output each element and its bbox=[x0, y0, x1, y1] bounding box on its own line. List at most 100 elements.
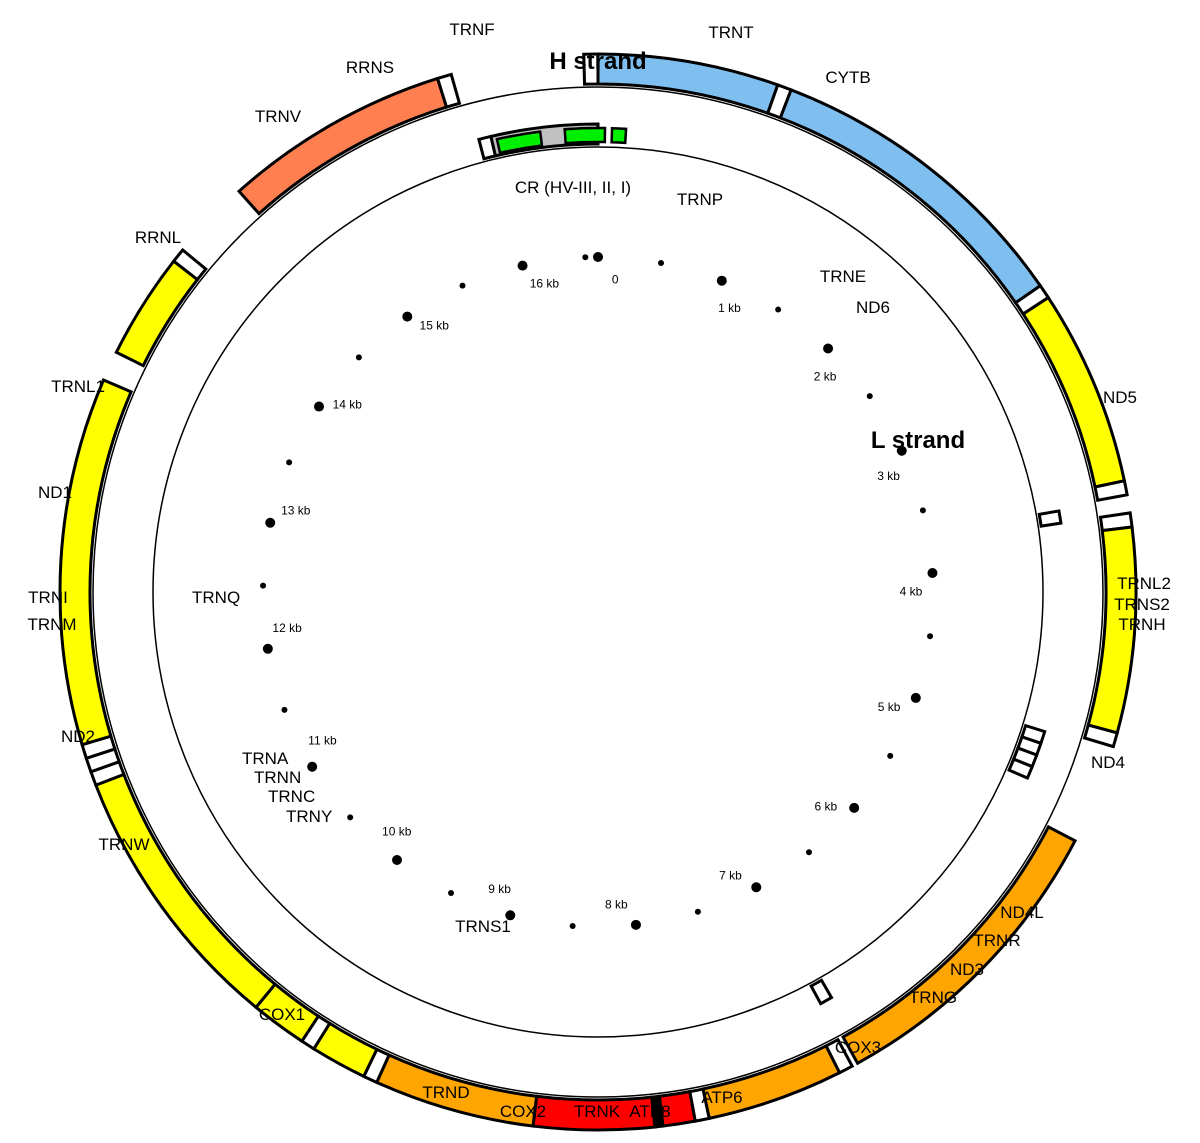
kb-tick-label: 8 kb bbox=[605, 897, 628, 911]
half-kb-tick-dot bbox=[281, 706, 288, 713]
half-kb-tick-dot bbox=[927, 633, 934, 640]
kb-tick-label: 14 kb bbox=[333, 398, 363, 412]
label-control-region: CR (HV-III, II, I) bbox=[515, 178, 631, 197]
gene-segment-trnq bbox=[1037, 509, 1063, 528]
label-TRND: TRND bbox=[422, 1083, 469, 1102]
kb-tick-label: 12 kb bbox=[272, 621, 302, 635]
kb-tick-label: 11 kb bbox=[308, 733, 337, 747]
half-kb-tick-dot bbox=[694, 908, 701, 915]
label-COX3: COX3 bbox=[835, 1038, 881, 1057]
label-RRNS: RRNS bbox=[346, 58, 394, 77]
kb-tick-dot bbox=[751, 882, 762, 893]
strand-labels: H strand L strand bbox=[549, 48, 965, 454]
label-TRNL2: TRNL2 bbox=[1117, 574, 1171, 593]
label-TRNT: TRNT bbox=[708, 23, 753, 42]
label-TRNN: TRNN bbox=[254, 768, 301, 787]
kb-tick-dot bbox=[265, 517, 276, 528]
gene-segment-trnw bbox=[1082, 723, 1120, 749]
kb-tick-dot bbox=[262, 643, 273, 654]
kb-tick-label: 7 kb bbox=[719, 869, 742, 883]
kb-tick-dot bbox=[593, 252, 603, 262]
kb-tick-label: 2 kb bbox=[814, 370, 837, 384]
kb-tick-dot bbox=[896, 445, 907, 456]
gene-segment-trne bbox=[171, 247, 208, 282]
label-ND4L: ND4L bbox=[1000, 903, 1043, 922]
label-ND6: ND6 bbox=[856, 298, 890, 317]
kb-tick-label: 5 kb bbox=[878, 700, 901, 714]
gene-segment-nd6 bbox=[114, 259, 200, 368]
label-TRNY: TRNY bbox=[286, 807, 332, 826]
gene-segment-cytb bbox=[236, 76, 449, 216]
hypervariable-regions bbox=[495, 126, 628, 155]
hypervariable-region-hv-iii bbox=[610, 126, 628, 145]
label-ND3: ND3 bbox=[950, 960, 984, 979]
kb-tick-dot bbox=[505, 910, 516, 921]
label-TRNM: TRNM bbox=[27, 615, 76, 634]
half-kb-tick-dot bbox=[459, 282, 466, 289]
kb-tick-label: 9 kb bbox=[488, 882, 511, 896]
label-COX1: COX1 bbox=[259, 1005, 305, 1024]
label-TRNR: TRNR bbox=[973, 931, 1020, 950]
kb-tick-dot bbox=[849, 802, 860, 813]
genome-backbone bbox=[92, 86, 1104, 1098]
gene-segment-nd5 bbox=[58, 378, 134, 747]
kb-tick-label: 16 kb bbox=[530, 277, 560, 291]
half-kb-tick-dot bbox=[448, 890, 455, 897]
hypervariable-region-hv-i bbox=[495, 130, 544, 155]
label-TRNP: TRNP bbox=[677, 190, 723, 209]
kb-tick-dot bbox=[314, 401, 325, 412]
label-TRNQ: TRNQ bbox=[192, 588, 240, 607]
kb-tick-dot bbox=[392, 855, 403, 866]
label-ND1: ND1 bbox=[38, 483, 72, 502]
kb-tick-label: 4 kb bbox=[900, 584, 923, 598]
kb-tick-label: 10 kb bbox=[382, 825, 412, 839]
kb-tick-label: 15 kb bbox=[420, 318, 450, 332]
half-kb-tick-dot bbox=[775, 306, 782, 313]
half-kb-tick-dot bbox=[347, 814, 354, 821]
label-ND4: ND4 bbox=[1091, 753, 1125, 772]
kb-tick-dot bbox=[716, 275, 727, 286]
label-TRNS2: TRNS2 bbox=[1114, 595, 1170, 614]
label-TRNL1: TRNL1 bbox=[51, 377, 105, 396]
gene-segment-trns1 bbox=[809, 978, 834, 1006]
gene-labels: TRNF RRNS TRNV RRNL TRNL1 ND1 TRNI TRNQ … bbox=[27, 20, 1170, 1121]
label-TRNS1: TRNS1 bbox=[455, 917, 511, 936]
kb-tick-dot bbox=[402, 311, 413, 322]
label-TRNK: TRNK bbox=[574, 1102, 621, 1121]
label-TRNI: TRNI bbox=[28, 588, 68, 607]
label-RRNL: RRNL bbox=[135, 228, 181, 247]
gene-segment-cox1 bbox=[841, 824, 1078, 1066]
label-ND2: ND2 bbox=[61, 727, 95, 746]
outer-backbone-circle bbox=[92, 86, 1104, 1098]
gene-segment-trnt bbox=[435, 72, 462, 109]
inner-backbone-circle bbox=[152, 146, 1044, 1038]
label-TRNC: TRNC bbox=[268, 787, 315, 806]
kb-ticks: 01 kb2 kb3 kb4 kb5 kb6 kb7 kb8 kb9 kb10 … bbox=[260, 252, 938, 930]
gene-segment-nd4 bbox=[93, 772, 278, 1010]
half-kb-tick-dot bbox=[866, 393, 873, 400]
half-kb-tick-dot bbox=[658, 259, 665, 266]
kb-tick-dot bbox=[517, 260, 528, 271]
gene-segment-cox2 bbox=[701, 1043, 842, 1121]
kb-tick-label: 6 kb bbox=[815, 800, 838, 814]
kb-tick-dot bbox=[823, 343, 834, 354]
half-kb-tick-dot bbox=[805, 849, 812, 856]
label-TRNF: TRNF bbox=[449, 20, 494, 39]
h-strand-label: H strand bbox=[549, 48, 646, 75]
l-strand-label: L strand bbox=[871, 427, 965, 454]
label-TRNW: TRNW bbox=[99, 835, 150, 854]
kb-tick-dot bbox=[630, 919, 641, 930]
hypervariable-region-hv-ii bbox=[563, 126, 607, 145]
kb-tick-label: 3 kb bbox=[877, 469, 900, 483]
label-TRNH: TRNH bbox=[1118, 615, 1165, 634]
label-ATP6: ATP6 bbox=[701, 1088, 742, 1107]
half-kb-tick-dot bbox=[286, 459, 293, 466]
half-kb-tick-dot bbox=[582, 254, 589, 261]
half-kb-tick-dot bbox=[260, 582, 267, 589]
label-ND5: ND5 bbox=[1103, 388, 1137, 407]
half-kb-tick-dot bbox=[355, 354, 362, 361]
gene-segments bbox=[58, 52, 1138, 1132]
label-TRNE: TRNE bbox=[820, 267, 866, 286]
gene-segment-trny bbox=[1007, 757, 1035, 781]
kb-tick-dot bbox=[910, 692, 921, 703]
